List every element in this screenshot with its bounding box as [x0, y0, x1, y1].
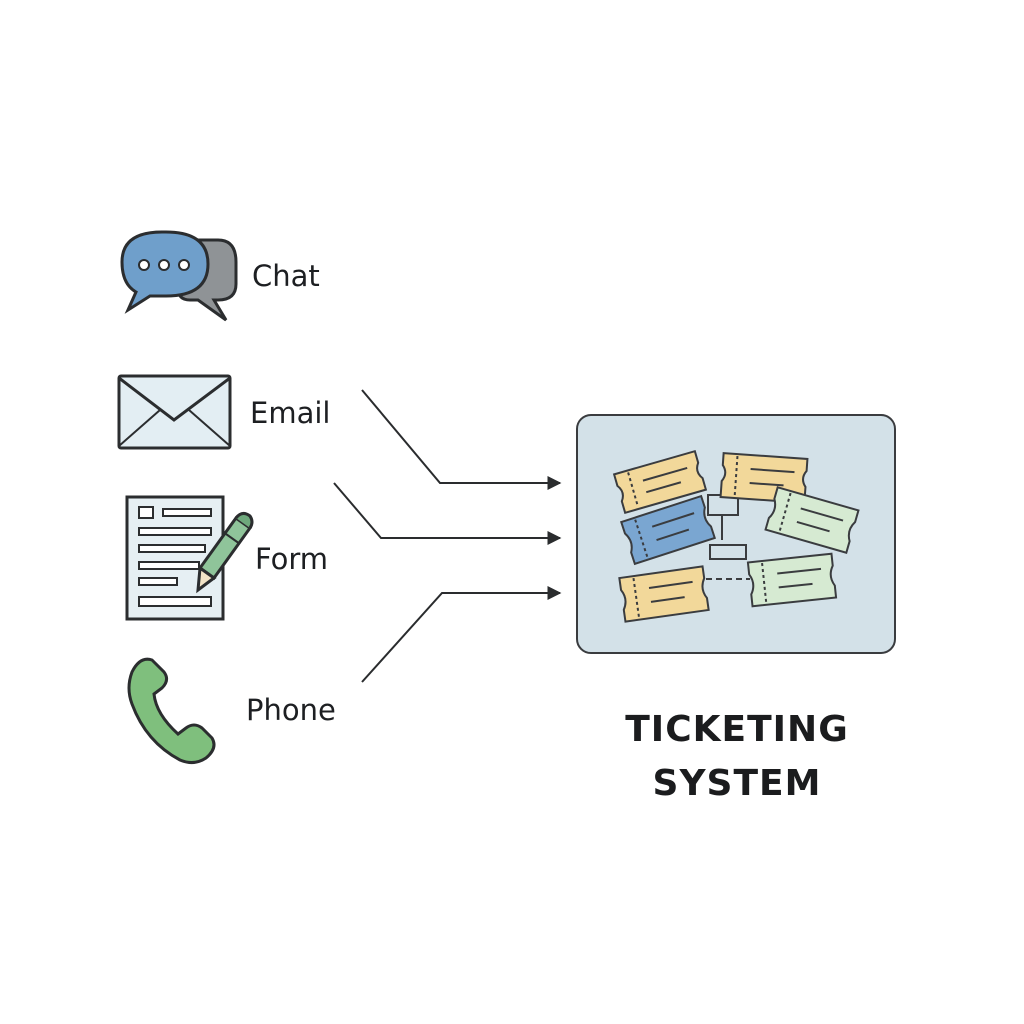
system-title-line2: SYSTEM [653, 763, 822, 804]
phone-channel: Phone [127, 657, 336, 765]
form-connector-arrow [333, 482, 562, 545]
chat-bubbles-icon [120, 230, 238, 322]
phone-connector-arrow [361, 586, 562, 683]
ticket-blue [619, 494, 717, 566]
pen-icon [196, 511, 254, 594]
phone-handset-icon [127, 657, 216, 765]
ticketing-system: TICKETING SYSTEM [576, 414, 896, 804]
form-with-pen-icon [125, 495, 254, 621]
ticket-yellow-3 [618, 565, 710, 623]
ticket-yellow-1 [612, 449, 708, 515]
system-title-line1: TICKETING [625, 709, 849, 750]
ticket-stack-icon [612, 449, 860, 623]
connectors [333, 389, 562, 683]
email-connector-arrow [361, 389, 562, 490]
envelope-icon [117, 374, 232, 450]
email-label: Email [250, 396, 330, 430]
email-channel: Email [117, 374, 330, 450]
ticket-green-1 [764, 486, 860, 554]
chat-channel: Chat [120, 230, 320, 322]
form-label: Form [255, 542, 328, 576]
ticket-green-2 [746, 552, 838, 608]
form-channel: Form [125, 495, 328, 621]
chat-label: Chat [252, 259, 320, 293]
phone-label: Phone [246, 693, 336, 727]
